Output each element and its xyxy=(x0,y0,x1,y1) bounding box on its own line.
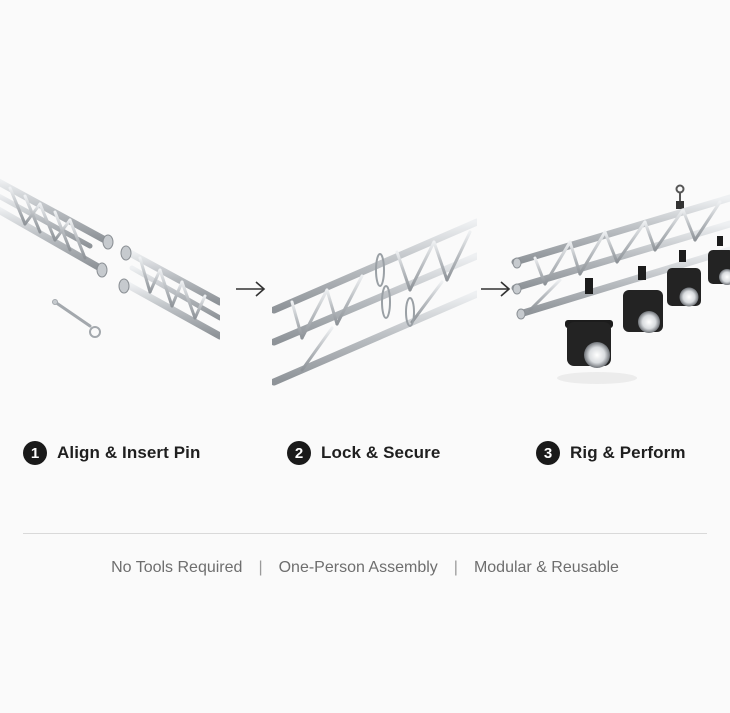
truss-rig-illustration xyxy=(505,180,730,390)
arrow-right-icon xyxy=(234,278,268,300)
step-rig-perform: 3 Rig & Perform xyxy=(536,440,686,466)
step-label: Align & Insert Pin xyxy=(57,443,201,462)
feature-item: No Tools Required xyxy=(111,559,243,576)
step-number-badge: 1 xyxy=(23,441,47,465)
step-align-insert-pin: 1 Align & Insert Pin xyxy=(23,440,200,466)
feature-item: One-Person Assembly xyxy=(278,559,438,576)
feature-list: No Tools Required | One-Person Assembly … xyxy=(0,559,730,577)
truss-align-illustration xyxy=(0,160,224,400)
step-number-badge: 2 xyxy=(287,441,311,465)
step-number-badge: 3 xyxy=(536,441,560,465)
truss-lock-illustration xyxy=(270,210,481,400)
feature-separator: | xyxy=(258,559,263,576)
divider xyxy=(23,533,707,534)
feature-item: Modular & Reusable xyxy=(473,559,619,576)
step-label: Lock & Secure xyxy=(321,443,441,462)
step-label: Rig & Perform xyxy=(570,443,686,462)
arrow-right-icon xyxy=(479,278,513,300)
step-lock-secure: 2 Lock & Secure xyxy=(287,440,440,466)
feature-separator: | xyxy=(453,559,458,576)
